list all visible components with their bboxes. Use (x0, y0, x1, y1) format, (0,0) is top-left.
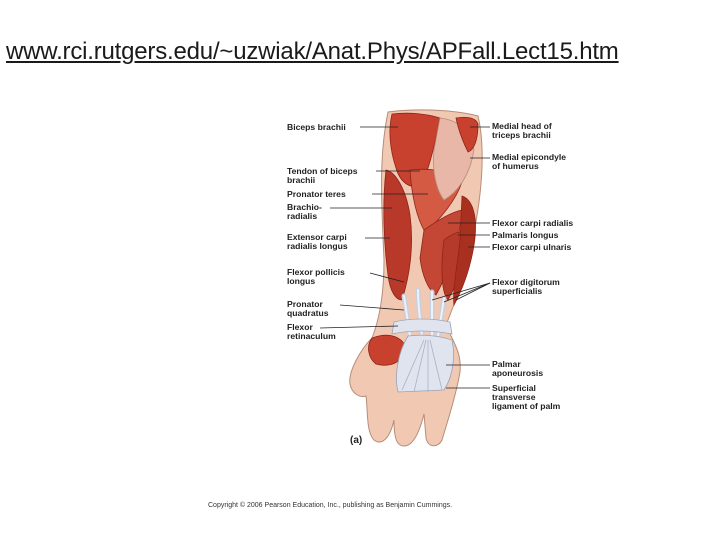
left-labels: Biceps brachii Tendon of biceps brachii … (287, 122, 428, 341)
label-biceps-brachii: Biceps brachii (287, 122, 346, 132)
forearm-illustration (349, 109, 483, 447)
label-tendon-biceps-1: Tendon of biceps (287, 166, 358, 176)
label-palmaris-longus: Palmaris longus (492, 230, 559, 240)
label-flexor-retinaculum-1: Flexor (287, 322, 313, 332)
label-pronator-quadratus-1: Pronator (287, 299, 323, 309)
flexor-retinaculum (391, 318, 453, 335)
copyright-notice: Copyright © 2006 Pearson Education, Inc.… (208, 501, 452, 509)
label-superficial-ligament-2: transverse (492, 392, 536, 402)
label-pronator-quadratus-2: quadratus (287, 308, 329, 318)
label-superficial-ligament-1: Superficial (492, 383, 536, 393)
label-extensor-carpi-1: Extensor carpi (287, 232, 347, 242)
label-superficial-ligament-3: ligament of palm (492, 401, 561, 411)
source-url-link[interactable]: www.rci.rutgers.edu/~uzwiak/Anat.Phys/AP… (6, 38, 619, 65)
label-flexor-digitorum-1: Flexor digitorum (492, 277, 560, 287)
label-pronator-teres: Pronator teres (287, 189, 346, 199)
right-labels: Medial head of triceps brachii Medial ep… (431, 121, 573, 411)
label-flexor-pollicis-2: longus (287, 276, 315, 286)
label-palmar-aponeurosis-2: aponeurosis (492, 368, 543, 378)
medial-triceps-muscle (455, 116, 479, 153)
label-extensor-carpi-2: radialis longus (287, 241, 348, 251)
label-brachioradialis-1: Brachio- (287, 202, 322, 212)
label-palmar-aponeurosis-1: Palmar (492, 359, 521, 369)
label-flexor-digitorum-2: superficialis (492, 286, 542, 296)
label-brachioradialis-2: radialis (287, 211, 317, 221)
panel-label: (a) (350, 435, 362, 446)
label-medial-triceps-2: triceps brachii (492, 130, 551, 140)
label-medial-triceps-1: Medial head of (492, 121, 552, 131)
label-flexor-retinaculum-2: retinaculum (287, 331, 336, 341)
label-medial-epicondyle-2: of humerus (492, 161, 539, 171)
label-flexor-pollicis-1: Flexor pollicis (287, 267, 345, 277)
brachioradialis-muscle (383, 169, 412, 301)
label-tendon-biceps-2: brachii (287, 175, 315, 185)
thenar-muscle (368, 334, 407, 366)
label-flexor-carpi-ulnaris: Flexor carpi ulnaris (492, 242, 572, 252)
label-medial-epicondyle-1: Medial epicondyle (492, 152, 566, 162)
label-flexor-carpi-radialis: Flexor carpi radialis (492, 218, 573, 228)
